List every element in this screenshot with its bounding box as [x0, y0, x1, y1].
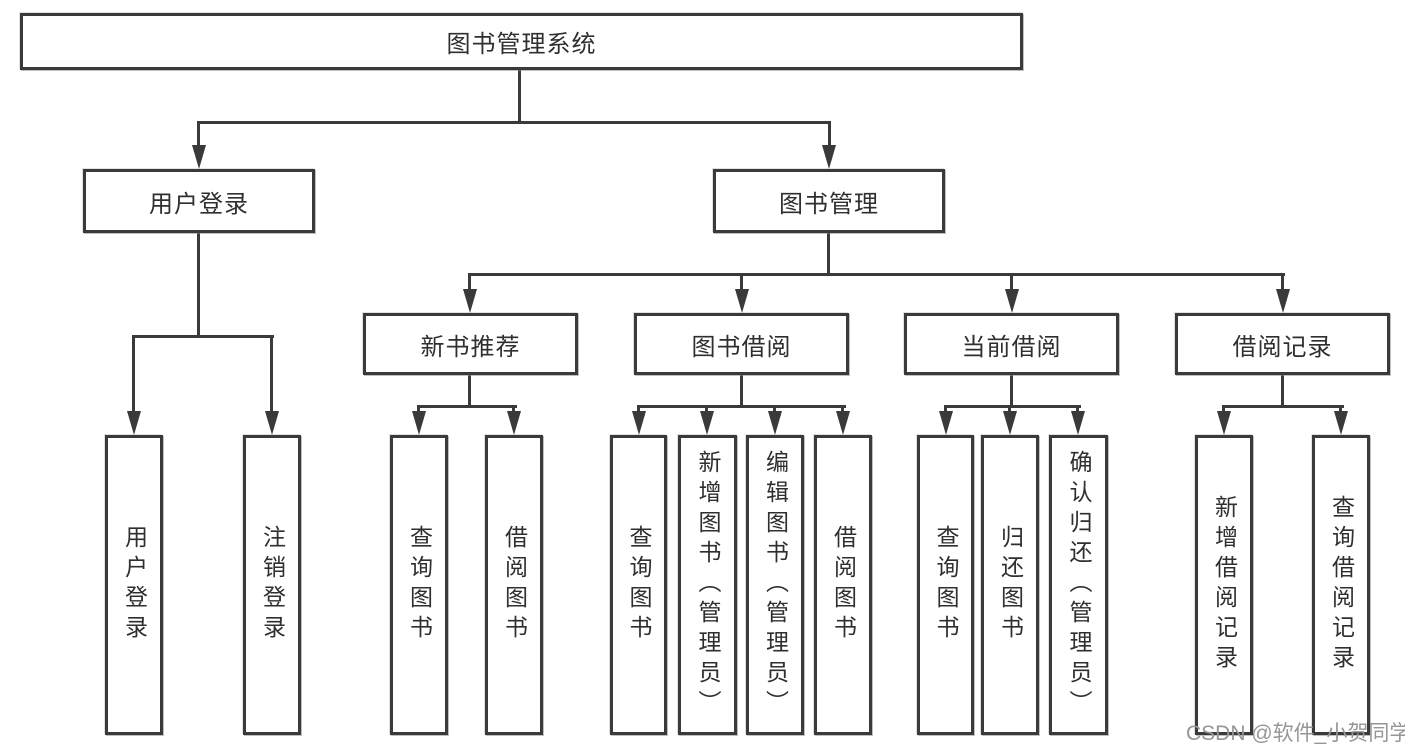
- connector-line: [1222, 405, 1344, 408]
- connector-line: [197, 233, 200, 335]
- node-borrowing-records: 借阅记录: [1175, 313, 1390, 375]
- node-label: 用户登录: [149, 190, 249, 218]
- connector-line: [705, 405, 708, 414]
- connector-line: [468, 273, 1285, 276]
- arrow-down-icon: [1334, 411, 1348, 435]
- arrow-down-icon: [768, 411, 782, 435]
- leaf-add-borrow-record: 新增借阅记录: [1195, 435, 1253, 735]
- node-label: 用户登录: [121, 525, 148, 645]
- connector-line: [1008, 405, 1011, 414]
- connector-line: [637, 405, 640, 414]
- node-label: 查询图书: [933, 525, 959, 645]
- node-label: 图书借阅: [691, 333, 792, 361]
- node-label: 借阅图书: [501, 525, 528, 645]
- arrow-down-icon: [507, 411, 521, 435]
- connector-line: [1010, 375, 1013, 405]
- arrow-down-icon: [1071, 411, 1085, 435]
- arrow-down-icon: [265, 411, 279, 435]
- node-label: 新增图书（管理员）: [695, 450, 721, 720]
- node-label: 注销登录: [259, 525, 286, 645]
- node-user-login: 用户登录: [83, 169, 315, 233]
- connector-line: [944, 405, 947, 414]
- arrow-down-icon: [700, 411, 714, 435]
- leaf-add-book-admin: 新增图书（管理员）: [678, 435, 737, 735]
- connector-line: [773, 405, 776, 414]
- connector-line: [468, 273, 471, 291]
- leaf-confirm-return-admin: 确认归还（管理员）: [1049, 435, 1108, 735]
- connector-line: [827, 233, 830, 273]
- connector-line: [1010, 273, 1013, 291]
- arrow-down-icon: [939, 411, 953, 435]
- connector-line: [841, 405, 844, 414]
- connector-line: [132, 335, 274, 338]
- connector-line: [637, 405, 846, 408]
- leaf-return-book: 归还图书: [981, 435, 1039, 735]
- connector-line: [417, 405, 420, 414]
- node-label: 编辑图书（管理员）: [762, 450, 789, 720]
- connector-line: [417, 405, 517, 408]
- node-new-book-recommendation: 新书推荐: [363, 313, 578, 375]
- leaf-logout: 注销登录: [243, 435, 301, 735]
- arrow-down-icon: [412, 411, 426, 435]
- connector-line: [512, 405, 515, 414]
- arrow-down-icon: [632, 411, 646, 435]
- arrow-down-icon: [1276, 289, 1290, 313]
- connector-line: [740, 375, 743, 405]
- leaf-edit-book-admin: 编辑图书（管理员）: [746, 435, 804, 735]
- connector-line: [740, 273, 743, 291]
- connector-line: [197, 121, 200, 147]
- arrow-down-icon: [192, 145, 206, 169]
- leaf-query-books-current: 查询图书: [917, 435, 974, 735]
- node-label: 当前借阅: [961, 333, 1062, 361]
- node-library-system: 图书管理系统: [20, 13, 1023, 70]
- connector-line: [1339, 405, 1342, 414]
- arrow-down-icon: [836, 411, 850, 435]
- connector-line: [468, 375, 471, 405]
- leaf-user-login: 用户登录: [105, 435, 163, 735]
- node-label: 图书管理: [779, 190, 879, 218]
- connector-line: [828, 121, 831, 147]
- connector-line: [132, 335, 135, 413]
- connector-line: [1076, 405, 1079, 414]
- connector-line: [518, 70, 521, 121]
- watermark: CSDN @软件_小贺同学: [1186, 722, 1405, 745]
- connector-line: [197, 121, 831, 124]
- leaf-query-books-borrowing: 查询图书: [610, 435, 667, 735]
- arrow-down-icon: [127, 411, 141, 435]
- node-book-management: 图书管理: [713, 169, 945, 233]
- arrow-down-icon: [1005, 289, 1019, 313]
- arrow-down-icon: [822, 145, 836, 169]
- connector-line: [1281, 375, 1284, 405]
- connector-line: [944, 405, 1081, 408]
- node-label: 新增借阅记录: [1211, 495, 1238, 675]
- connector-line: [1222, 405, 1225, 414]
- leaf-borrow-books-borrowing: 借阅图书: [814, 435, 872, 735]
- arrow-down-icon: [1217, 411, 1231, 435]
- node-label: 借阅图书: [830, 525, 857, 645]
- connector-line: [1281, 273, 1284, 291]
- node-book-borrowing: 图书借阅: [634, 313, 849, 375]
- node-label: 确认归还（管理员）: [1066, 450, 1092, 720]
- node-label: 图书管理系统: [446, 31, 597, 58]
- node-label: 借阅记录: [1232, 333, 1333, 361]
- leaf-query-borrow-record: 查询借阅记录: [1312, 435, 1370, 735]
- leaf-query-books-recommend: 查询图书: [390, 435, 448, 735]
- node-label: 查询图书: [406, 525, 433, 645]
- arrow-down-icon: [463, 289, 477, 313]
- arrow-down-icon: [735, 289, 749, 313]
- node-current-borrowing: 当前借阅: [904, 313, 1119, 375]
- leaf-borrow-books-recommend: 借阅图书: [485, 435, 543, 735]
- node-label: 归还图书: [997, 525, 1024, 645]
- node-label: 新书推荐: [420, 333, 521, 361]
- node-label: 查询借阅记录: [1328, 495, 1355, 675]
- node-label: 查询图书: [626, 525, 652, 645]
- connector-line: [270, 335, 273, 413]
- arrow-down-icon: [1003, 411, 1017, 435]
